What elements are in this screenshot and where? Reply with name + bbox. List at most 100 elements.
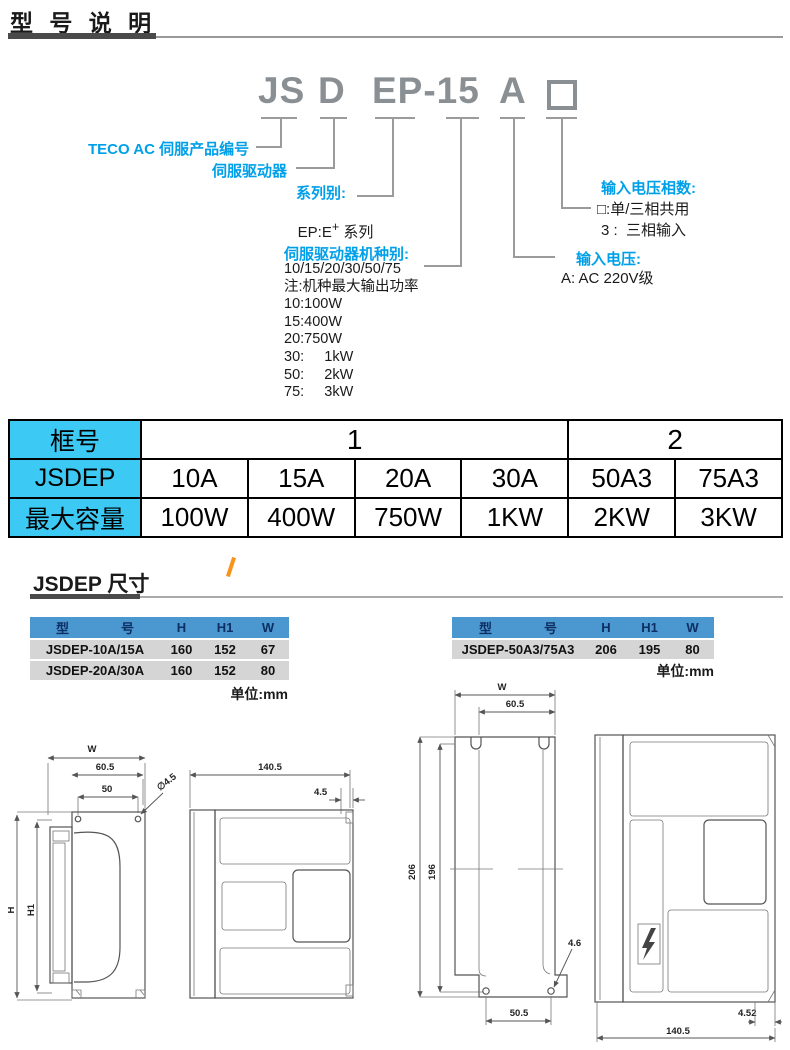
dim-h1-label: H1 <box>26 903 37 916</box>
dim-1405-label: 140.5 <box>258 762 282 773</box>
dims-cell: 206 <box>584 640 628 659</box>
dims-cell: 80 <box>247 661 289 680</box>
large-dims-table: 型 号 H H1 W JSDEP-50A3/75A3 206 195 80 <box>452 615 714 661</box>
phase-line-1: □:单/三相共用 <box>597 201 690 218</box>
connector-15-v <box>460 119 462 267</box>
dim-605-label: 60.5 <box>96 762 115 773</box>
page-title: 型 号 说 明 <box>10 10 157 36</box>
drawing-large-side: 4.52 140.5 <box>594 734 782 1042</box>
series-value-tail: 系列 <box>339 224 374 241</box>
dims-col-header: W <box>671 617 714 638</box>
dims-col-header: H1 <box>203 617 247 638</box>
machine-line: 15:400W <box>284 313 343 330</box>
orange-slash-mark <box>226 556 236 578</box>
connector-a-v <box>513 119 515 258</box>
dim-46-label: 4.6 <box>568 938 581 949</box>
dims-col-header: W <box>247 617 289 638</box>
dims-cell: 152 <box>203 640 247 659</box>
machine-line: 注:机种最大输出功率 <box>284 278 419 295</box>
model-cell: 30A <box>460 458 570 499</box>
capacity-cell: 1KW <box>460 497 570 538</box>
small-dims-table-wrap: 型 号 H H1 W JSDEP-10A/15A 160 152 67 JSDE… <box>30 615 289 682</box>
tick-15 <box>446 117 479 119</box>
voltage-value: A: AC 220V级 <box>561 270 654 287</box>
capacity-cell: 400W <box>246 497 356 538</box>
series-value: EP:E+ 系列 <box>281 203 374 259</box>
model-code-js: JS <box>258 70 306 111</box>
capacity-table-wrap: 框号 1 2 JSDEP 10A 15A 20A 30A 50A3 75A3 最… <box>8 419 783 538</box>
dim-605-label: 60.5 <box>506 699 525 710</box>
machine-title: 伺服驱动器机种别: <box>284 246 409 263</box>
dim-206-label: 206 <box>407 864 418 880</box>
dims-cell: 152 <box>203 661 247 680</box>
dims-col-header: 型 号 <box>30 617 160 638</box>
connector-ep-v <box>392 119 394 197</box>
series-title: 系列别: <box>296 185 346 202</box>
dims-cell: JSDEP-50A3/75A3 <box>452 640 584 659</box>
product-label: TECO AC 伺服产品编号 <box>88 141 250 158</box>
small-dims-table: 型 号 H H1 W JSDEP-10A/15A 160 152 67 JSDE… <box>30 615 289 682</box>
series-value-sup: + <box>331 220 340 234</box>
model-code-a: A <box>499 70 527 111</box>
machine-line: 10/15/20/30/50/75 <box>284 261 401 277</box>
model-code-ep15: EP-15 <box>372 70 480 111</box>
machine-line: 20:750W <box>284 331 343 348</box>
dim-45-label: 4.5 <box>314 787 328 798</box>
dim-1405-label: 140.5 <box>666 1026 690 1037</box>
driver-label: 伺服驱动器 <box>212 163 288 180</box>
capacity-row-header: 框号 <box>8 419 142 460</box>
tick-ep <box>375 117 415 119</box>
dim-505-label: 50.5 <box>510 1008 529 1019</box>
phase-line-2: 3 : 三相输入 <box>601 222 687 239</box>
series-value-base: EP:E <box>297 224 332 241</box>
dim-50-label: 50 <box>102 784 113 795</box>
dims-cell: JSDEP-20A/30A <box>30 661 160 680</box>
machine-line: 50: 2kW <box>284 366 354 383</box>
dim-hole-label: ∅4.5 <box>155 771 179 793</box>
dim-w-label: W <box>498 682 507 693</box>
dims-rule-thick <box>30 594 140 599</box>
capacity-row-header: JSDEP <box>8 458 142 499</box>
dims-rule-thin <box>30 596 783 598</box>
connector-box-v <box>561 119 563 209</box>
model-cell: 20A <box>353 458 463 499</box>
capacity-cell: 3KW <box>674 497 783 538</box>
model-cell: 10A <box>140 458 249 499</box>
tick-d <box>320 117 347 119</box>
dims-cell: 67 <box>247 640 289 659</box>
machine-line: 75: 3kW <box>284 384 354 401</box>
title-rule-thick <box>8 33 156 39</box>
dim-452-label: 4.52 <box>738 1008 757 1019</box>
dimensions-section-title: JSDEP 尺寸 <box>33 573 150 596</box>
dims-cell: JSDEP-10A/15A <box>30 640 160 659</box>
capacity-row-header: 最大容量 <box>8 497 142 538</box>
frame-1-cell: 1 <box>139 419 570 460</box>
dims-cell: 160 <box>160 640 203 659</box>
capacity-table: 框号 1 2 JSDEP 10A 15A 20A 30A 50A3 75A3 最… <box>8 419 783 538</box>
model-code-d: D <box>318 70 346 111</box>
dims-col-header: H <box>584 617 628 638</box>
connector-15-h <box>424 265 462 267</box>
dims-col-header: 型 号 <box>452 617 584 638</box>
dim-196-label: 196 <box>427 864 438 880</box>
title-rule-thin <box>8 36 783 38</box>
machine-lines: 10/15/20/30/50/75 注:机种最大输出功率 10:100W 15:… <box>284 261 419 402</box>
tick-box <box>546 117 577 119</box>
model-cell: 75A3 <box>674 458 783 499</box>
capacity-cell: 750W <box>353 497 463 538</box>
drawing-small-back: W 60.5 50 ∅4.5 H H1 <box>8 744 179 1001</box>
tick-a <box>500 117 525 119</box>
model-code-placeholder-box <box>547 80 577 110</box>
model-cell: 50A3 <box>567 458 677 499</box>
capacity-cell: 2KW <box>567 497 677 538</box>
voltage-title: 输入电压: <box>576 251 641 268</box>
table-row: JSDEP-20A/30A 160 152 80 <box>30 661 289 680</box>
connector-js-h <box>256 146 282 148</box>
dim-w-label: W <box>88 744 97 755</box>
unit-label-large: 单位:mm <box>656 663 714 679</box>
unit-label-small: 单位:mm <box>230 686 288 702</box>
tick-js <box>261 117 297 119</box>
machine-line: 10:100W <box>284 296 343 313</box>
dims-col-header: H <box>160 617 203 638</box>
